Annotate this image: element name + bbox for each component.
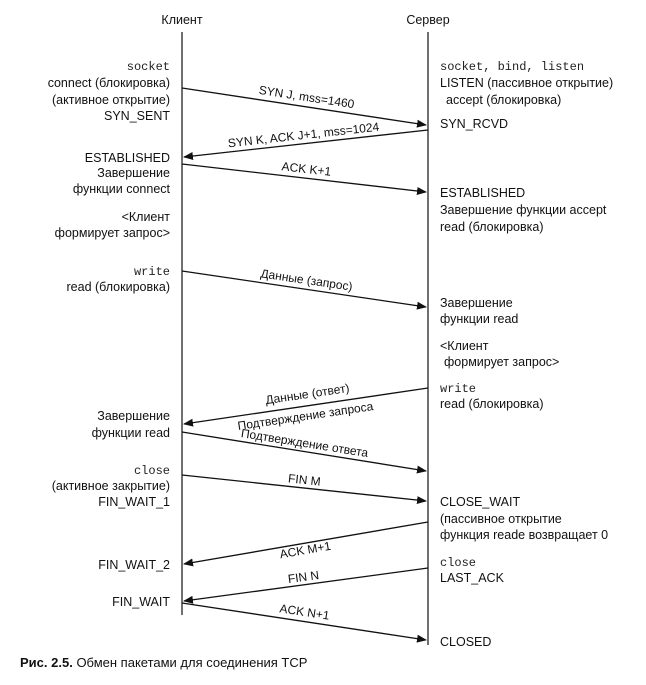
msg-syn-k-ack: SYN K, ACK J+1, mss=1024 [227, 120, 380, 151]
arrow-syn-k-ack [183, 129, 429, 160]
server-label-accept-completion: Завершение функции accept [440, 203, 607, 217]
arrow-data-request [181, 270, 427, 310]
server-header: Сервер [406, 13, 449, 27]
arrow-syn-j [181, 87, 427, 128]
client-label-syn-sent: SYN_SENT [104, 109, 170, 123]
server-label-read-block: read (блокировка) [440, 220, 544, 234]
client-label-fin-wait-1: FIN_WAIT_1 [98, 495, 170, 509]
client-label-active-close: (активное закрытие) [52, 479, 170, 493]
msg-ack-k1: ACK K+1 [281, 159, 332, 179]
client-label-client-forms: <Клиент [122, 210, 171, 224]
figure-caption: Рис. 2.5. Обмен пакетами для соединения … [20, 655, 307, 670]
server-label-passive-open: (пассивное открытие [440, 512, 562, 526]
msg-fin-m: FIN M [287, 471, 321, 488]
server-label-read-fn: функции read [440, 312, 518, 326]
client-header: Клиент [161, 13, 202, 27]
client-label-read-completion: Завершение [97, 409, 170, 423]
client-label-read-fn: функции read [92, 426, 170, 440]
arrow-ack-response [181, 431, 427, 474]
client-label-established: ESTABLISHED [85, 151, 170, 165]
client-label-write: write [134, 265, 170, 279]
arrow-ack-k1 [181, 163, 427, 195]
server-label-read-block-2: read (блокировка) [440, 397, 544, 411]
msg-fin-n: FIN N [287, 568, 320, 586]
client-label-connect-fn: функции connect [73, 182, 171, 196]
msg-ack-response: Подтверждение ответа [240, 426, 370, 460]
caption-prefix: Рис. 2.5. [20, 655, 73, 670]
client-label-socket: socket [127, 60, 170, 74]
server-label-write: write [440, 382, 476, 396]
server-label-socket-bind-listen: socket, bind, listen [440, 60, 584, 74]
server-label-reade-returns: функция reade возвращает 0 [440, 528, 608, 542]
arrow-fin-n [183, 567, 429, 604]
client-label-read-block: read (блокировка) [67, 280, 171, 294]
client-label-fin-wait-2: FIN_WAIT_2 [98, 558, 170, 572]
caption-text: Обмен пакетами для соединения TCP [76, 655, 308, 670]
arrow-ack-m1 [183, 521, 429, 567]
arrow-ack-n1 [181, 602, 427, 643]
server-label-completion: Завершение [440, 296, 513, 310]
arrow-data-response [183, 387, 429, 427]
server-label-established: ESTABLISHED [440, 186, 525, 200]
server-label-client-forms: <Клиент [440, 339, 489, 353]
client-label-fin-wait: FIN_WAIT [112, 595, 170, 609]
server-label-close-wait: CLOSE_WAIT [440, 495, 520, 509]
msg-data-response: Данные (ответ) [265, 381, 351, 407]
msg-ack-n1: ACK N+1 [279, 601, 331, 622]
client-label-close: close [134, 464, 170, 478]
server-label-request: формирует запрос> [444, 355, 559, 369]
server-label-last-ack: LAST_ACK [440, 571, 505, 585]
server-label-accept: accept (блокировка) [446, 93, 561, 107]
server-label-listen: LISTEN (пассивное открытие) [440, 76, 613, 90]
server-label-closed: CLOSED [440, 635, 491, 649]
client-label-connect: connect (блокировка) [48, 76, 170, 90]
client-label-completion: Завершение [97, 166, 170, 180]
msg-ack-m1: ACK M+1 [279, 539, 333, 562]
server-label-close: close [440, 556, 476, 570]
server-label-syn-rcvd: SYN_RCVD [440, 117, 508, 131]
client-label-request: формирует запрос> [55, 226, 170, 240]
client-label-active-open: (активное открытие) [52, 93, 170, 107]
arrow-fin-m [181, 474, 427, 505]
